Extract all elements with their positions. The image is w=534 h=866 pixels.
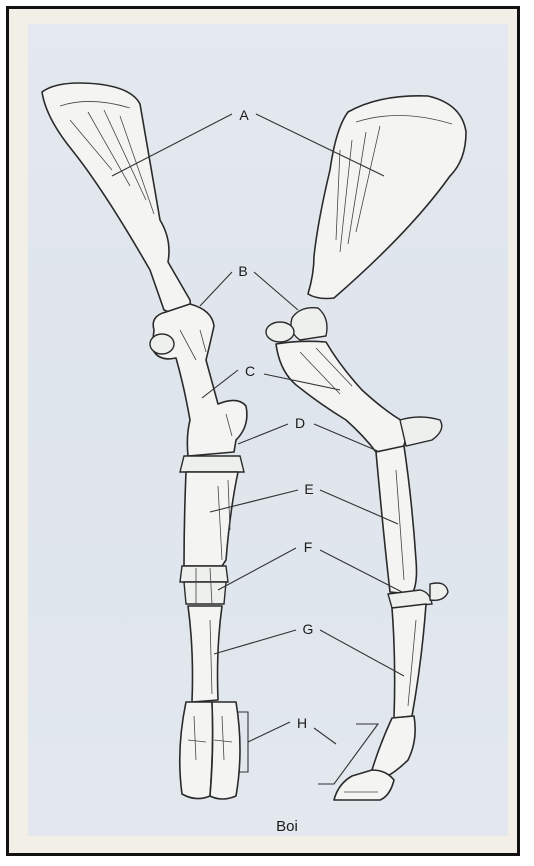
label-g: G — [303, 621, 314, 637]
right-phalanges — [372, 716, 415, 778]
right-radius — [376, 446, 417, 594]
left-limb — [42, 83, 247, 799]
label-e: E — [304, 481, 313, 497]
left-humerus — [152, 304, 247, 456]
label-a: A — [239, 107, 249, 123]
caption: Boi — [276, 818, 298, 835]
label-f: F — [304, 539, 313, 555]
right-scapula — [308, 96, 466, 299]
left-scapula — [42, 83, 190, 316]
right-hoof — [334, 770, 394, 800]
label-b: B — [238, 263, 247, 279]
right-humerus — [276, 341, 406, 456]
label-d: D — [295, 415, 305, 431]
right-limb — [266, 96, 466, 800]
label-h: H — [297, 715, 307, 731]
left-metacarpal — [188, 606, 222, 702]
left-phalanges — [180, 702, 213, 799]
label-c: C — [245, 363, 255, 379]
right-metacarpal — [392, 604, 426, 718]
